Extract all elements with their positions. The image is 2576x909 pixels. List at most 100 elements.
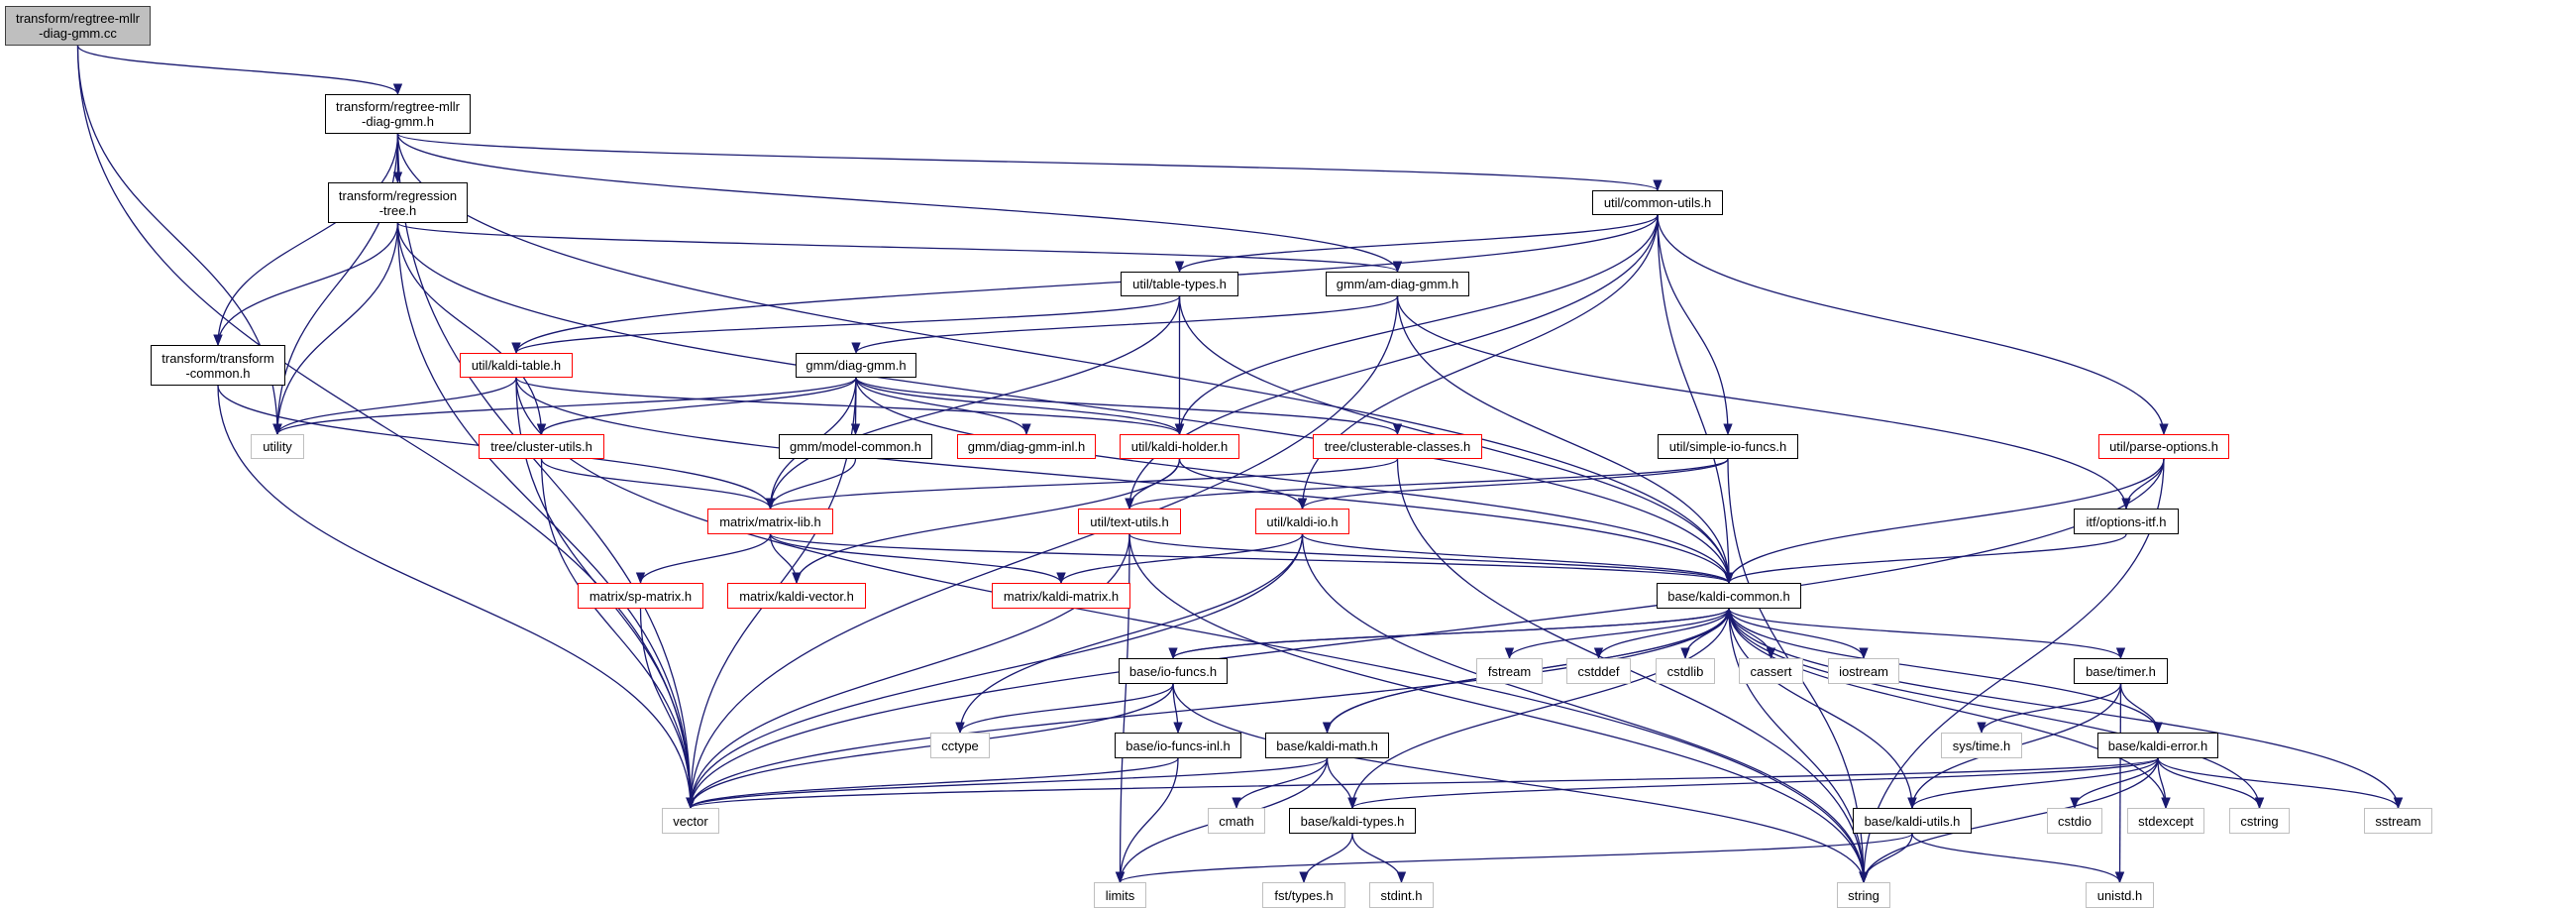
graph-node-string[interactable]: string xyxy=(1837,882,1890,908)
graph-node-cstdio[interactable]: cstdio xyxy=(2047,808,2102,834)
graph-node-oi[interactable]: itf/options-itf.h xyxy=(2074,509,2179,534)
edge-kutils-to-unistd xyxy=(1911,833,2125,884)
edge-iofinl-to-vector xyxy=(686,757,1179,810)
graph-node-km[interactable]: matrix/kaldi-matrix.h xyxy=(992,583,1130,609)
graph-node-sp[interactable]: matrix/sp-matrix.h xyxy=(578,583,703,609)
graph-node-systime[interactable]: sys/time.h xyxy=(1941,733,2022,758)
graph-node-kutils[interactable]: base/kaldi-utils.h xyxy=(1853,808,1972,834)
graph-node-mc[interactable]: gmm/model-common.h xyxy=(779,434,932,459)
graph-node-unistd[interactable]: unistd.h xyxy=(2086,882,2154,908)
graph-node-cctype[interactable]: cctype xyxy=(930,733,990,758)
graph-node-dg[interactable]: gmm/diag-gmm.h xyxy=(796,353,916,378)
edge-dg-to-kc xyxy=(855,377,1734,585)
graph-node-kmath[interactable]: base/kaldi-math.h xyxy=(1265,733,1389,758)
edge-kc-to-ktypes xyxy=(1347,608,1730,810)
graph-node-kio[interactable]: util/kaldi-io.h xyxy=(1255,509,1349,534)
edge-dg-to-utility xyxy=(272,377,857,436)
edge-kio-to-string xyxy=(1301,533,1869,884)
edge-ktable-to-kc xyxy=(515,377,1734,585)
edge-rmh-to-vector xyxy=(396,133,696,810)
graph-node-tt[interactable]: util/table-types.h xyxy=(1121,272,1238,296)
graph-node-sstream[interactable]: sstream xyxy=(2364,808,2432,834)
graph-node-root[interactable]: transform/regtree-mllr -diag-gmm.cc xyxy=(5,6,151,46)
edge-tc-to-vector xyxy=(217,385,696,810)
edge-kio-to-km xyxy=(1056,533,1304,585)
graph-node-tc[interactable]: transform/transform -common.h xyxy=(151,345,285,386)
graph-node-iof[interactable]: base/io-funcs.h xyxy=(1119,658,1228,684)
edge-kerr-to-sstream xyxy=(2157,757,2404,810)
graph-node-fsttypes[interactable]: fst/types.h xyxy=(1262,882,1345,908)
edge-iof-to-kc xyxy=(1172,607,1734,659)
graph-node-holder[interactable]: util/kaldi-holder.h xyxy=(1120,434,1239,459)
graph-node-cstring[interactable]: cstring xyxy=(2229,808,2290,834)
edge-cc-to-ml xyxy=(766,458,1399,511)
edge-rmh-to-amdg xyxy=(396,133,1403,274)
graph-node-sio[interactable]: util/simple-io-funcs.h xyxy=(1658,434,1798,459)
graph-node-po[interactable]: util/parse-options.h xyxy=(2098,434,2229,459)
edge-kc-to-cassert xyxy=(1728,608,1776,660)
edge-dg-to-cc xyxy=(855,377,1402,436)
graph-node-ktable[interactable]: util/kaldi-table.h xyxy=(460,353,573,378)
edge-cluster-to-vector xyxy=(540,458,696,810)
edge-kc-to-fstream xyxy=(1504,608,1730,660)
graph-node-cmath[interactable]: cmath xyxy=(1208,808,1265,834)
edge-kio-to-cctype xyxy=(955,533,1304,735)
edge-ml-to-sp xyxy=(635,533,772,585)
graph-node-kv[interactable]: matrix/kaldi-vector.h xyxy=(727,583,866,609)
graph-node-kc[interactable]: base/kaldi-common.h xyxy=(1657,583,1801,609)
edge-ktable-to-utility xyxy=(272,377,517,436)
graph-node-cluster[interactable]: tree/cluster-utils.h xyxy=(479,434,604,459)
graph-node-timer[interactable]: base/timer.h xyxy=(2074,658,2168,684)
edge-sio-to-txt xyxy=(1125,458,1729,511)
graph-node-cstdlib[interactable]: cstdlib xyxy=(1656,658,1715,684)
edge-kc-to-vector xyxy=(686,608,1730,810)
graph-node-iofinl[interactable]: base/io-funcs-inl.h xyxy=(1115,733,1241,758)
edge-amdg-to-oi xyxy=(1396,295,2131,511)
graph-node-utility[interactable]: utility xyxy=(251,434,304,459)
edge-kio-to-vector xyxy=(686,533,1304,810)
edge-amdg-to-vector xyxy=(686,295,1399,810)
edge-ml-to-km xyxy=(769,533,1066,585)
edge-kerr-to-ktypes xyxy=(1347,757,2159,810)
edge-sio-to-kio xyxy=(1298,458,1729,511)
graph-node-cassert[interactable]: cassert xyxy=(1739,658,1803,684)
edge-rmh-to-cu xyxy=(396,133,1663,192)
edge-ml-to-kv xyxy=(769,533,802,585)
graph-node-ml[interactable]: matrix/matrix-lib.h xyxy=(707,509,833,534)
edge-kc-to-timer xyxy=(1728,608,2126,660)
edge-cluster-to-ml xyxy=(540,458,776,511)
graph-node-limits[interactable]: limits xyxy=(1094,882,1146,908)
edge-root-to-vector xyxy=(76,45,696,810)
edge-kc-to-kutils xyxy=(1728,608,1917,810)
edge-cu-to-kio xyxy=(1297,214,1659,511)
graph-node-iostream[interactable]: iostream xyxy=(1828,658,1899,684)
edge-kerr-to-kutils xyxy=(1907,757,2159,810)
graph-node-cc[interactable]: tree/clusterable-classes.h xyxy=(1313,434,1482,459)
edge-rt-to-amdg xyxy=(396,222,1402,274)
graph-node-ktypes[interactable]: base/kaldi-types.h xyxy=(1289,808,1416,834)
edge-rmh-to-kc xyxy=(396,133,1734,585)
graph-node-cu[interactable]: util/common-utils.h xyxy=(1592,190,1723,215)
edge-ktypes-to-stdint xyxy=(1351,833,1407,884)
edge-kc-to-stdexcept xyxy=(1728,608,2171,810)
graph-node-stdexcept[interactable]: stdexcept xyxy=(2127,808,2204,834)
graph-node-stdint[interactable]: stdint.h xyxy=(1369,882,1434,908)
edge-cu-to-txt xyxy=(1125,214,1659,511)
graph-node-kerr[interactable]: base/kaldi-error.h xyxy=(2097,733,2218,758)
edge-kc-to-string xyxy=(1728,608,1869,884)
edge-kmath-to-ktypes xyxy=(1326,757,1357,810)
graph-node-vector[interactable]: vector xyxy=(662,808,719,834)
edge-kc-to-cstring xyxy=(1728,608,2265,810)
edge-iofinl-to-limits xyxy=(1115,757,1179,884)
graph-node-txt[interactable]: util/text-utils.h xyxy=(1078,509,1181,534)
edge-rt-to-tc xyxy=(213,222,399,347)
edge-oi-to-kc xyxy=(1724,533,2127,585)
edge-holder-to-kv xyxy=(792,458,1181,585)
graph-node-amdg[interactable]: gmm/am-diag-gmm.h xyxy=(1326,272,1469,296)
graph-node-dginl[interactable]: gmm/diag-gmm-inl.h xyxy=(957,434,1096,459)
graph-node-rt[interactable]: transform/regression -tree.h xyxy=(328,182,468,223)
graph-node-fstream[interactable]: fstream xyxy=(1476,658,1543,684)
graph-node-rmh[interactable]: transform/regtree-mllr -diag-gmm.h xyxy=(325,94,471,134)
edge-timer-to-kerr xyxy=(2119,683,2163,735)
graph-node-cstddef[interactable]: cstddef xyxy=(1566,658,1631,684)
